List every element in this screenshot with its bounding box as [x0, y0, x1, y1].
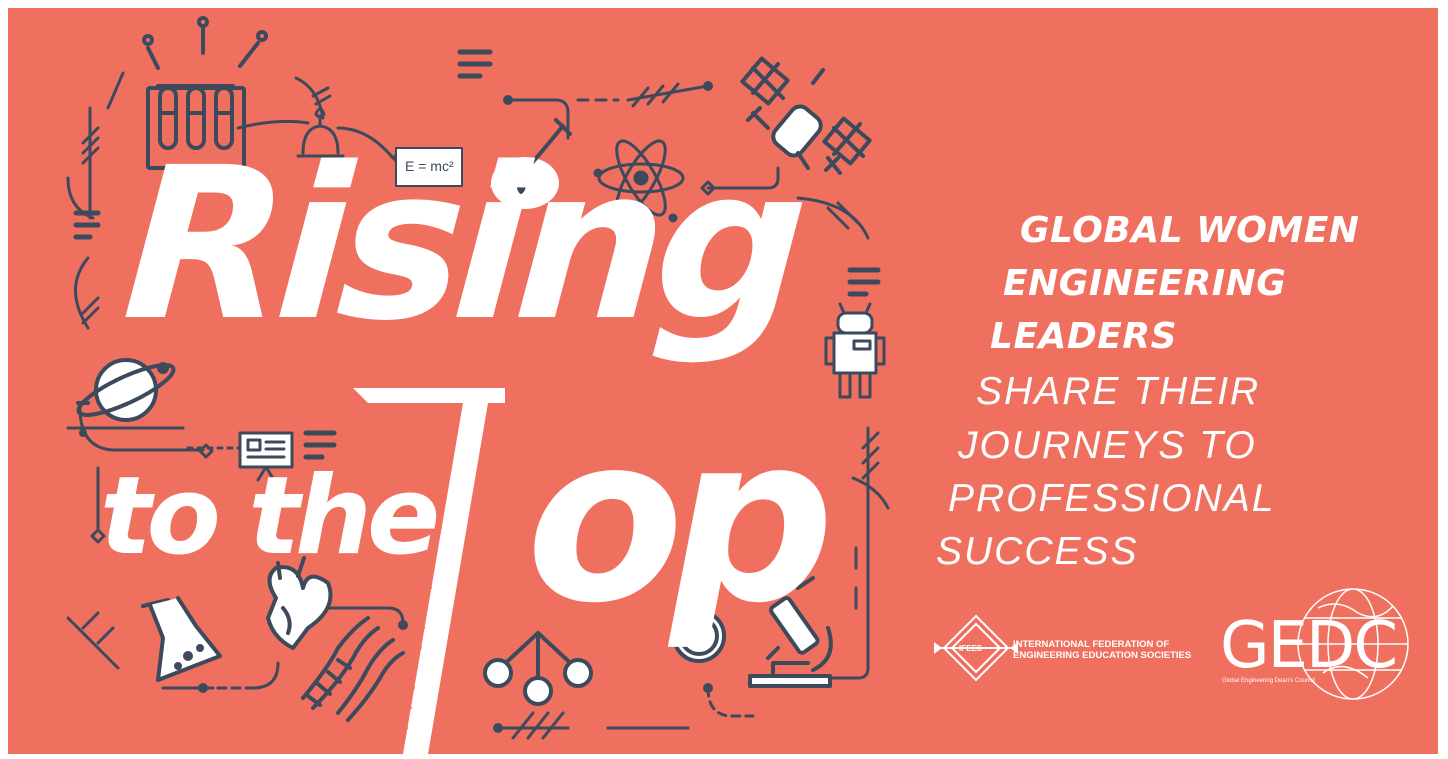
- equation-card: [395, 147, 463, 187]
- dropper-icon: [491, 118, 572, 209]
- title-top: op: [526, 387, 835, 654]
- circuit-lines: [66, 71, 890, 740]
- ifees-badge: IFEES: [959, 644, 983, 653]
- subheadline-line-2: JOURNEYS TO: [958, 424, 1257, 467]
- title-to-the: to the: [100, 454, 440, 579]
- headline-line-1: GLOBAL WOMEN: [1020, 210, 1360, 251]
- gedc-name: GEDC: [1220, 609, 1398, 683]
- science-icons-illustration: [66, 16, 890, 740]
- connector-dots: [79, 81, 713, 733]
- diamond-marker: [198, 443, 214, 459]
- banner: Rising to the op E = mc² GLOBAL WOMEN EN…: [8, 8, 1438, 754]
- microscope-icon: [748, 576, 833, 688]
- headline-line-3: LEADERS: [990, 316, 1178, 357]
- presentation-board-icon: [238, 431, 294, 482]
- flask-icon: [141, 596, 222, 682]
- gedc-globe: [1297, 588, 1409, 700]
- ifees-logo: [934, 614, 1018, 682]
- equation-text: E = mc²: [405, 158, 454, 174]
- planet-icon: [76, 358, 176, 422]
- ifees-name-line-2: ENGINEERING EDUCATION SOCIETIES: [1013, 650, 1192, 661]
- ifees-name-line-1: INTERNATIONAL FEDERATION OF: [1013, 639, 1170, 650]
- test-tubes-icon: [142, 16, 268, 170]
- diamond-marker: [90, 528, 106, 544]
- ruler-arrow: [353, 388, 505, 754]
- subheadline-line-3: PROFESSIONAL: [948, 477, 1276, 520]
- molecule-icon: [483, 631, 593, 706]
- atom-icon: [593, 139, 685, 223]
- dna-icon: [301, 616, 405, 722]
- subheadline-line-1: SHARE THEIR: [976, 370, 1261, 413]
- subheadline-line-4: SUCCESS: [936, 530, 1139, 573]
- ifees-name: INTERNATIONAL FEDERATION OF ENGINEERING …: [1013, 639, 1191, 661]
- gedc-tagline: Global Engineering Dean's Council: [1222, 678, 1315, 684]
- robot-icon: [824, 302, 886, 399]
- bunsen-burner-icon: [296, 107, 345, 158]
- text-lines-icon: [73, 49, 881, 460]
- headline-line-2: ENGINEERING: [1003, 263, 1287, 304]
- petri-dish-icon: [672, 609, 726, 663]
- diamond-marker: [700, 180, 716, 196]
- satellite-icon: [740, 56, 872, 175]
- heart-icon: [266, 556, 333, 650]
